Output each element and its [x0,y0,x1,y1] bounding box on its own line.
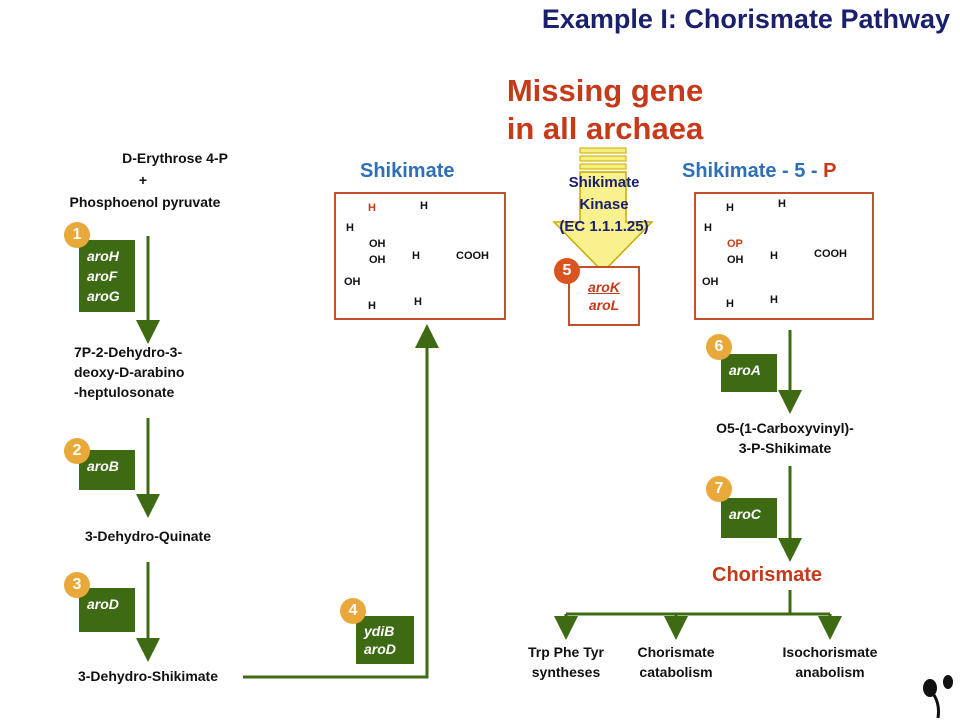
shikimate-structure [334,192,506,320]
branch-aromatic-line1: Trp Phe Tyr [528,644,604,660]
shik-atom-h2: H [346,222,354,234]
kinase-line2: Kinase [579,196,629,213]
gene-aroC: aroC [729,506,761,522]
branch-catabolism: Chorismate catabolism [616,642,736,682]
missing-gene-arrow [552,147,654,274]
compound-dahp-line1: 7P-2-Dehydro-3- [74,344,183,360]
shikimate-title: Shikimate [360,160,455,182]
shik-atom-h3: H [412,250,420,262]
shik-atom-h1: H [420,200,428,212]
s5p-title: Shikimate - 5 - P [682,160,837,183]
gene-aroA: aroA [729,362,761,378]
missing-gene-note: Missing gene in all archaea [440,72,770,148]
branch-isochorismate: Isochorismate anabolism [760,642,900,682]
plus-sign: + [138,172,148,188]
s5p-atom-h6: H [770,294,778,306]
s5p-atom-h1: H [726,202,734,214]
compound-chorismate: Chorismate [712,564,823,586]
step-badge-6: 6 [706,334,732,360]
s5p-atom-h3: H [704,222,712,234]
step-badge-7: 7 [706,476,732,502]
s5p-title-prefix: Shikimate - 5 - [682,160,818,182]
gene-box-step4: ydiB aroD [356,616,414,664]
compound-dahp-line3: -heptulosonate [74,384,175,400]
branch-aromatic: Trp Phe Tyr syntheses [496,642,636,682]
gene-box-step1: aroH aroF aroG [79,240,135,312]
kinase-label: Shikimate Kinase (EC 1.1.1.25) [530,172,678,238]
logo-icon [923,675,953,719]
s5p-atom-h2: H [778,198,786,210]
shik-atom-h4: H [368,300,376,312]
shik-atom-h-red: H [368,202,376,214]
compound-dahp: 7P-2-Dehydro-3- deoxy-D-arabino -heptulo… [74,342,184,402]
gene-aroG: aroG [87,288,120,304]
compound-epsp-line1: O5-(1-Carboxyvinyl)- [716,420,854,436]
shik-atom-oh3: OH [344,276,361,288]
gene-box-step7: aroC [721,498,777,538]
gene-aroL: aroL [588,297,620,313]
page-title: Example I: Chorismate Pathway [541,4,950,34]
kinase-line1: Shikimate [568,174,640,191]
shik-atom-cooh: COOH [456,250,489,262]
gene-aroF: aroF [87,268,118,284]
gene-aroH: aroH [87,248,119,264]
gene-aroD-step3: aroD [87,596,119,612]
gene-box-step3: aroD [79,588,135,632]
s5p-atom-op: OP [727,238,743,250]
gene-aroD-step4: aroD [364,641,396,657]
s5p-atom-h5: H [726,298,734,310]
branch-catabolism-line2: catabolism [639,664,713,680]
compound-pep: Phosphoenol pyruvate [69,194,221,210]
gene-box-step6: aroA [721,354,777,392]
s5p-atom-h4: H [770,250,778,262]
s5p-atom-oh2: OH [702,276,719,288]
gene-aroK: aroK [588,279,620,295]
compound-erythrose: D-Erythrose 4-P [122,150,228,166]
gene-aroB: aroB [87,458,119,474]
branch-isochorismate-line1: Isochorismate [782,644,878,660]
s5p-structure [694,192,874,320]
missing-gene-line1: Missing gene [506,73,704,108]
branch-catabolism-line1: Chorismate [637,644,715,660]
s5p-atom-oh1: OH [727,254,744,266]
branch-isochorismate-line2: anabolism [795,664,865,680]
compound-dehydroshikimate: 3-Dehydro-Shikimate [77,668,219,684]
compound-dehydroquinate: 3-Dehydro-Quinate [84,528,211,544]
step-badge-3: 3 [64,572,90,598]
missing-gene-line2: in all archaea [506,111,704,146]
s5p-atom-cooh: COOH [814,248,847,260]
branch-aromatic-line2: syntheses [531,664,601,680]
shik-atom-oh1: OH [369,238,386,250]
shik-atom-oh2: OH [369,254,386,266]
step-badge-1: 1 [64,222,90,248]
compound-epsp-line2: 3-P-Shikimate [738,440,832,456]
shik-atom-h5: H [414,296,422,308]
compound-dahp-line2: deoxy-D-arabino [74,364,185,380]
arrow-step4 [243,324,439,679]
step-badge-4: 4 [340,598,366,624]
step-badge-5: 5 [554,258,580,284]
gene-box-step5: aroK aroL [568,266,640,326]
compound-epsp: O5-(1-Carboxyvinyl)- 3-P-Shikimate [660,418,910,458]
step-badge-2: 2 [64,438,90,464]
s5p-title-p: P [823,160,837,182]
kinase-line3: (EC 1.1.1.25) [559,218,649,235]
gene-ydiB: ydiB [364,623,395,639]
